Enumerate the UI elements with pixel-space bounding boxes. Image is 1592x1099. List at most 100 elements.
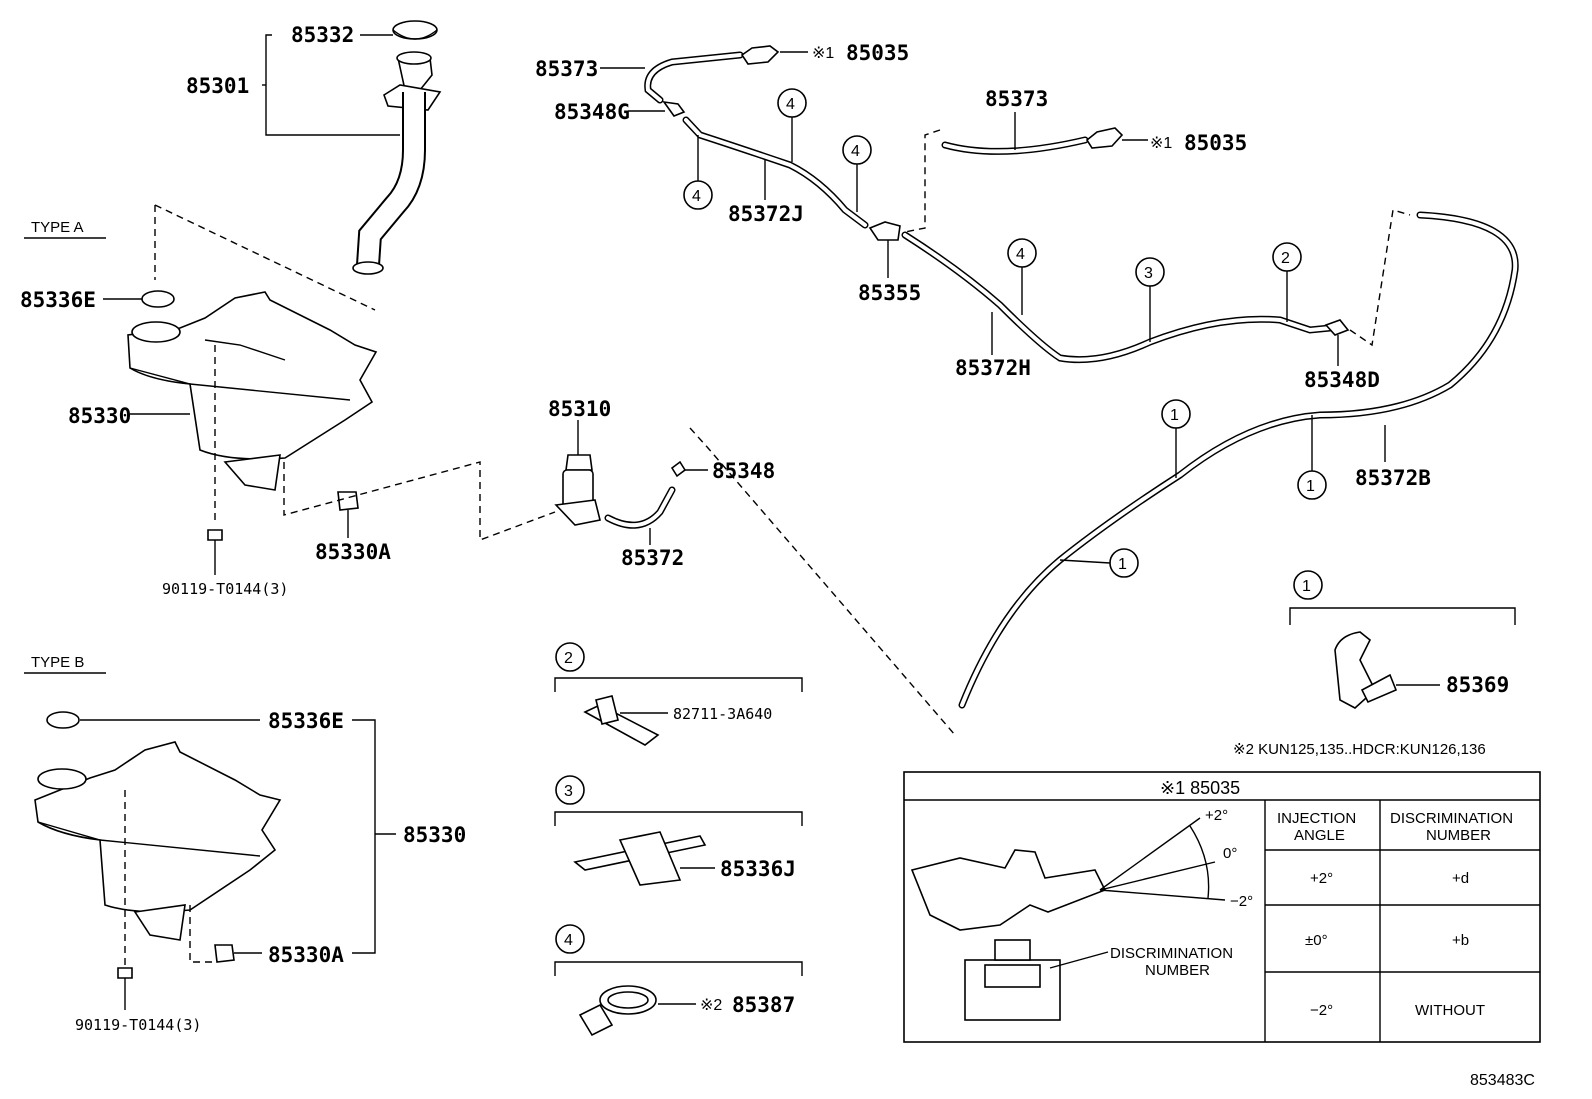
mark2: ※2 [700,997,722,1014]
label-85330-a: 85330 [68,404,131,428]
tank-inlet-seal-b [46,711,80,729]
detail-3-marker: 3 [564,783,573,800]
hose-85372H [903,233,1332,362]
callout-4-text: 4 [1016,246,1025,263]
tank-inlet-b [37,768,87,790]
detail-4-marker: 4 [564,932,573,949]
washer-tank-body-b [34,741,282,913]
label-85372H: 85372H [955,356,1031,380]
connector-85348D [1324,319,1350,336]
grommet-b [214,944,235,963]
table-title: ※1 85035 [1160,778,1240,798]
callout-1-text: 1 [1118,556,1127,573]
label-85373-b: 85373 [985,87,1048,111]
clip-82711 [583,704,660,746]
label-85373-a: 85373 [535,57,598,81]
label-85330-b: 85330 [403,823,466,847]
callout-3-text: 3 [1144,265,1153,282]
label-85336E-a: 85336E [20,288,96,312]
label-85372: 85372 [621,546,684,570]
clamp-detail-1: 1 85369 [1289,570,1516,709]
grommet-a [337,491,359,511]
tank-pump-mount-a [223,454,281,491]
callout-markers: 4 4 4 4 3 2 1 1 1 [683,88,1327,578]
angle-minus2: −2° [1230,893,1253,910]
clamp-detail-4: 4 ※2 85387 [554,924,803,1037]
row-number: WITHOUT [1415,1002,1485,1019]
detail-1-marker: 1 [1302,578,1311,595]
callout-1-text: 1 [1306,478,1315,495]
label-85035-a: 85035 [846,41,909,65]
pump-connector [565,454,593,471]
label-85387: 85387 [732,993,795,1017]
clamp-detail-3: 3 85336J [554,775,803,886]
filler-cap-skirt [392,29,438,40]
detail-2-marker: 2 [564,650,573,667]
drawing-number: 853483C [1470,1072,1535,1089]
callout-4-text: 4 [786,96,795,113]
row-angle: −2° [1310,1002,1333,1019]
tank-pump-mount-b [133,904,186,941]
hose-85373-a [645,53,742,102]
callout-1-text: 1 [1170,407,1179,424]
mark1-b: ※1 [1150,135,1172,152]
footnote-2: ※2 KUN125,135..HDCR:KUN126,136 [1233,741,1486,758]
washer-tank-type-b: 85336E 85330 90119-T0144(3) 85330A [34,709,466,1034]
row-number: +b [1452,932,1469,949]
label-85301: 85301 [186,74,249,98]
label-85355: 85355 [858,281,921,305]
label-85330A-a: 85330A [315,540,391,564]
type-a-label: TYPE A [31,219,84,236]
upper-hose-system: 85373 ※1 85035 85348G 85372J 85355 85373… [535,41,1519,709]
type-b-label: TYPE B [31,654,84,671]
tank-inlet-a [131,321,181,343]
washer-tank-type-a: 85336E 90119-T0144(3) 85330 85330A [20,288,556,598]
hose-85372J [684,118,867,227]
nozzle-85035-b [1085,127,1124,149]
clip-85336J [618,831,682,886]
bolt-a [207,529,223,541]
label-90119-b: 90119-T0144(3) [75,1016,201,1034]
row-angle: ±0° [1305,932,1328,949]
callout-2-text: 2 [1281,250,1290,267]
connector-85348 [670,460,687,478]
label-85336E-b: 85336E [268,709,344,733]
pump-outlet [554,499,601,526]
angle-plus2: +2° [1205,807,1228,824]
washer-tank-body-a [127,291,378,460]
label-85369: 85369 [1446,673,1509,697]
label-85348D: 85348D [1304,368,1380,392]
hose-85373-b [943,138,1087,154]
label-85330A-b: 85330A [268,943,344,967]
mark1-a: ※1 [812,45,834,62]
row-angle: +2° [1310,870,1333,887]
filler-neck-tube [358,92,424,266]
clamp-detail-2: 2 82711-3A640 [554,642,803,746]
joint-85355 [868,221,901,241]
label-85310: 85310 [548,397,611,421]
row-number: +d [1452,870,1469,887]
hose-85372B [960,213,1518,707]
bolt-b [117,967,133,979]
label-85372B: 85372B [1355,466,1431,490]
nozzle-drawing [910,849,1107,931]
label-85372J: 85372J [728,202,804,226]
label-90119-a: 90119-T0144(3) [162,580,288,598]
nozzle-85035-a [740,45,780,65]
label-85332: 85332 [291,23,354,47]
angle-zero: 0° [1223,845,1237,862]
label-82711: 82711-3A640 [673,705,772,723]
label-85035-b: 85035 [1184,131,1247,155]
tank-inlet-seal-a [141,290,175,308]
hose-85372 [606,488,674,528]
label-85336J: 85336J [720,857,796,881]
callout-4-text: 4 [851,143,860,160]
connector-85348G [662,100,686,117]
filler-cap [392,20,438,40]
label-85348G: 85348G [554,100,630,124]
washer-pump: 85310 85372 85348 [548,397,956,736]
